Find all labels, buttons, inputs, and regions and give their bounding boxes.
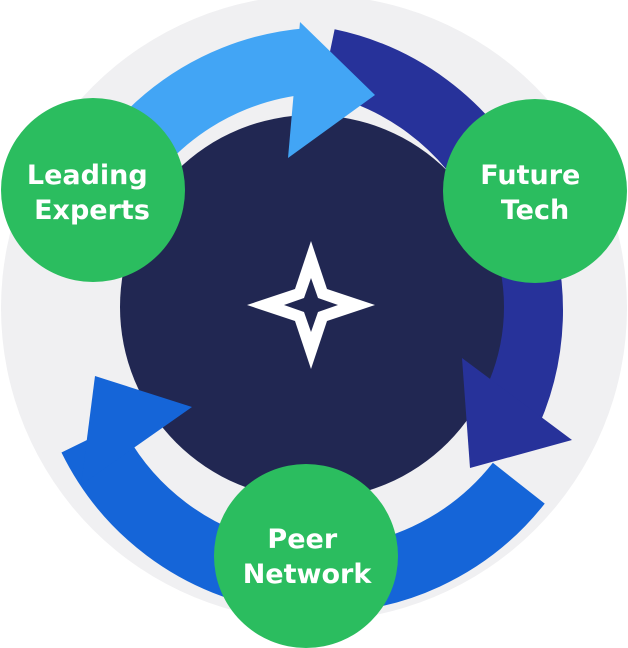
node-peer-network-circle [214,464,398,648]
node-future-tech-label: Future Tech [480,160,589,226]
star-compass-shape [247,241,375,369]
node-peer-network-label: Peer Network [243,524,373,590]
node-label-line: Experts [34,195,150,226]
arrowhead-mid-icon [81,376,192,485]
node-leading-experts-label: Leading Experts [27,160,157,226]
arrowhead-dark-icon [462,358,572,468]
node-leading-experts: Leading Experts [1,98,185,282]
arrowhead-light-icon [288,22,375,158]
node-label-line: Peer [267,524,337,555]
node-peer-network: Peer Network [214,464,398,648]
node-leading-experts-circle [1,98,185,282]
node-label-line: Tech [501,195,569,226]
node-label-line: Future [480,160,580,191]
node-label-line: Leading [27,160,148,191]
node-future-tech-circle [443,99,627,283]
core-circle [120,115,504,499]
node-future-tech: Future Tech [443,99,627,283]
star-compass-icon [247,241,375,369]
node-label-line: Network [243,559,373,590]
